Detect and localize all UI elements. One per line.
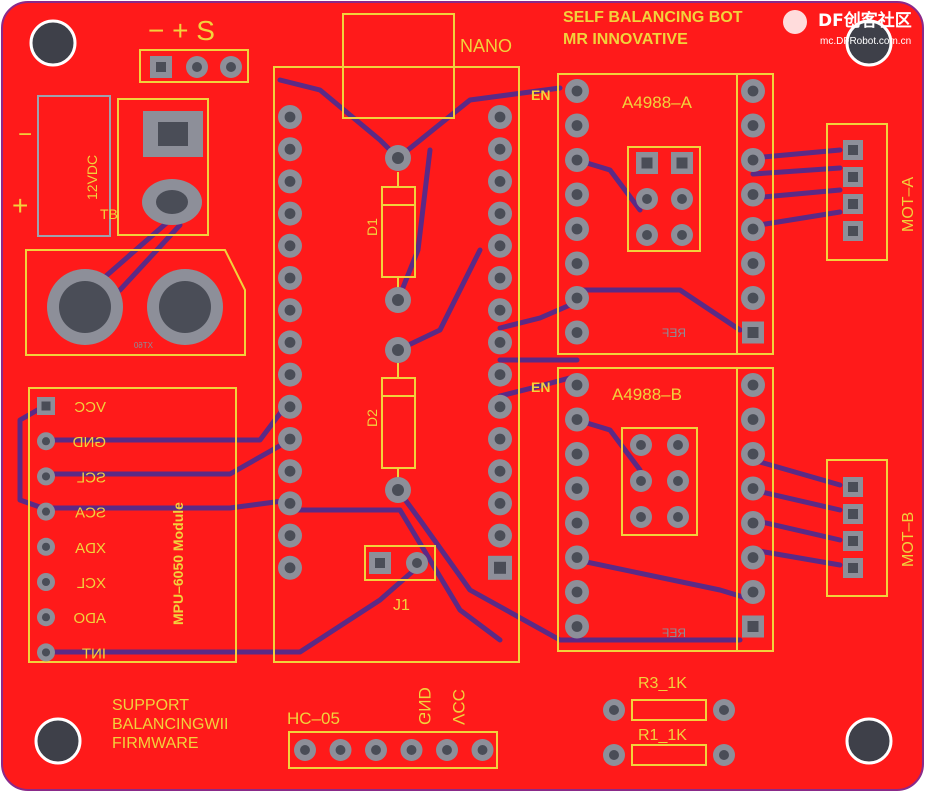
mot-a-label: MOT–A	[900, 177, 917, 232]
plus-label: +	[12, 190, 28, 221]
resistor-r1: R1_1K	[603, 727, 735, 766]
driver-a-en-label: EN	[531, 87, 550, 103]
board-subtitle: MR INNOVATIVE	[563, 31, 688, 48]
terminal-body-outline	[37, 95, 111, 237]
mpu-pin-label: INT	[82, 645, 106, 662]
terminal-block: − + 12VDC TB	[12, 95, 209, 237]
hc05-outline	[288, 731, 498, 769]
power-header: − + S	[139, 15, 249, 83]
mpu-pin-label: VCC	[74, 399, 106, 416]
diode-d1: D1	[364, 145, 416, 313]
footer-line-3: FIRMWARE	[112, 735, 199, 752]
motor-b-connector: MOT–B	[826, 459, 917, 597]
driver-a-jumper-outline	[627, 146, 701, 252]
board-title: SELF BALANCING BOT	[563, 9, 743, 26]
driver-b-en-label: EN	[531, 379, 550, 395]
mpu-pin-label: SCA	[75, 505, 106, 522]
dfrobot-logo-icon	[783, 10, 807, 34]
driver-b-label: A4988–B	[612, 385, 682, 404]
mpu-pin-label: GND	[73, 434, 107, 451]
vdc-label: 12VDC	[84, 155, 100, 200]
diode-d2: D2	[364, 337, 416, 503]
driver-a-label: A4988–A	[622, 93, 693, 112]
mpu-module-label: MPU–6050 Module	[170, 502, 186, 625]
xt60-connector: XT60	[25, 249, 246, 356]
mounting-hole-bottom-right	[845, 717, 893, 765]
driver-a-ref-label: REF	[662, 326, 686, 340]
mounting-hole-bottom-left	[34, 717, 82, 765]
r3-label: R3_1K	[638, 675, 687, 692]
xt60-label: XT60	[133, 341, 153, 350]
mpu-outline	[28, 387, 237, 663]
nano-outline	[273, 66, 520, 663]
hc05-header: HC–05 GND VCC	[287, 687, 498, 769]
power-header-outline	[139, 49, 249, 83]
resistor-r3: R3_1K	[603, 675, 735, 721]
watermark-brand: DF创客社区	[818, 10, 912, 31]
mot-b-label: MOT–B	[900, 512, 917, 567]
j1-outline	[364, 545, 436, 581]
r1-label: R1_1K	[638, 727, 687, 744]
mot-b-outline	[826, 459, 888, 597]
watermark-url: mc.DFRobot.com.cn	[820, 36, 911, 47]
minus-label: −	[18, 121, 32, 148]
driver-a4988-a: A4988–A EN REF	[531, 73, 774, 355]
mpu6050-module: MPU–6050 Module VCC GND SCL SCA XDA XCL ADO INT	[28, 387, 237, 663]
nano-label: NANO	[460, 36, 512, 56]
mpu-pin-label: XDA	[75, 540, 106, 557]
motor-a-connector: MOT–A	[826, 123, 917, 261]
mot-a-outline	[826, 123, 888, 261]
mounting-holes	[29, 19, 893, 765]
d2-label: D2	[364, 409, 380, 427]
power-header-signs: − + S	[148, 15, 215, 46]
tb-label: TB	[100, 206, 118, 222]
mpu-pin-label: XCL	[77, 575, 106, 592]
mpu-pin-label: SCL	[77, 469, 106, 486]
xt60-outline	[25, 249, 246, 356]
hc05-gnd-label: GND	[415, 687, 434, 725]
j1-label: J1	[393, 597, 410, 614]
tb-outline	[117, 98, 209, 236]
d1-label: D1	[364, 218, 380, 236]
hc05-label: HC–05	[287, 709, 340, 728]
mpu-pin-label: ADO	[73, 610, 106, 627]
jumper-j1: J1	[364, 545, 436, 614]
dfrobot-watermark: DF创客社区 mc.DFRobot.com.cn	[783, 10, 912, 47]
driver-b-jumper-outline	[621, 427, 698, 536]
driver-b-ref-label: REF	[662, 626, 686, 640]
footer-line-2: BALANCINGWII	[112, 716, 228, 733]
hc05-vcc-label: VCC	[449, 689, 468, 725]
mounting-hole-top-left	[29, 19, 77, 67]
mounting-hole-top-right	[845, 19, 893, 67]
driver-a4988-b: A4988–B EN REF	[531, 367, 774, 652]
footer-line-1: SUPPORT	[112, 697, 189, 714]
